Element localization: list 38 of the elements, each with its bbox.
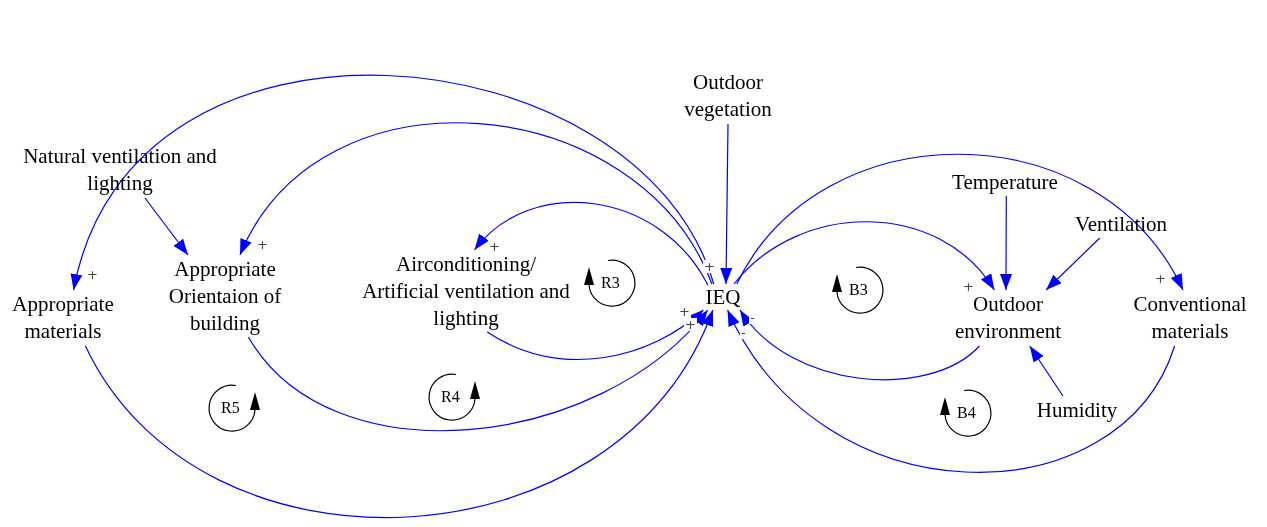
variable-label: Appropriate materials: [4, 290, 122, 346]
arrow: [1029, 345, 1064, 397]
variable-label: Outdoor environment: [940, 290, 1076, 346]
polarity-sign: +: [1154, 272, 1167, 285]
arrow: [473, 201, 709, 286]
loop-label: R5: [221, 400, 240, 416]
polarity-sign: +: [678, 305, 691, 318]
loop-label: R4: [441, 389, 460, 405]
loop-label: B3: [849, 282, 868, 298]
polarity-sign: +: [488, 240, 501, 253]
variable-label: Outdoor vegetation: [668, 68, 788, 124]
polarity-sign: -: [740, 326, 747, 339]
polarity-sign: +: [703, 260, 716, 273]
arrow: [1000, 195, 1012, 291]
arrow: [1045, 237, 1101, 291]
arrow: [84, 309, 714, 518]
polarity-sign: +: [962, 280, 975, 293]
arrow: [486, 309, 704, 360]
variable-label: Airconditioning/ Artificial ventilation and lighting: [360, 250, 572, 332]
arrow: [727, 309, 1176, 473]
variable-label: Appropriate Orientaion of building: [160, 255, 290, 337]
loop-label: R3: [601, 275, 620, 291]
polarity-sign: +: [684, 318, 697, 331]
arrow: [720, 123, 733, 285]
arrow: [239, 123, 713, 285]
arrow: [739, 309, 981, 381]
variable-label: Humidity: [1025, 396, 1129, 424]
arrow: [144, 197, 189, 256]
variable-label: Conventional materials: [1120, 290, 1260, 346]
loop-label: B4: [957, 405, 976, 421]
arrow: [733, 221, 995, 291]
arrow: [247, 309, 709, 431]
polarity-sign: +: [256, 238, 269, 251]
polarity-sign: +: [86, 268, 99, 281]
variable-label: IEQ: [700, 284, 746, 310]
variable-label: Temperature: [940, 168, 1070, 196]
arrow: [736, 153, 1184, 291]
arrow: [72, 74, 715, 291]
